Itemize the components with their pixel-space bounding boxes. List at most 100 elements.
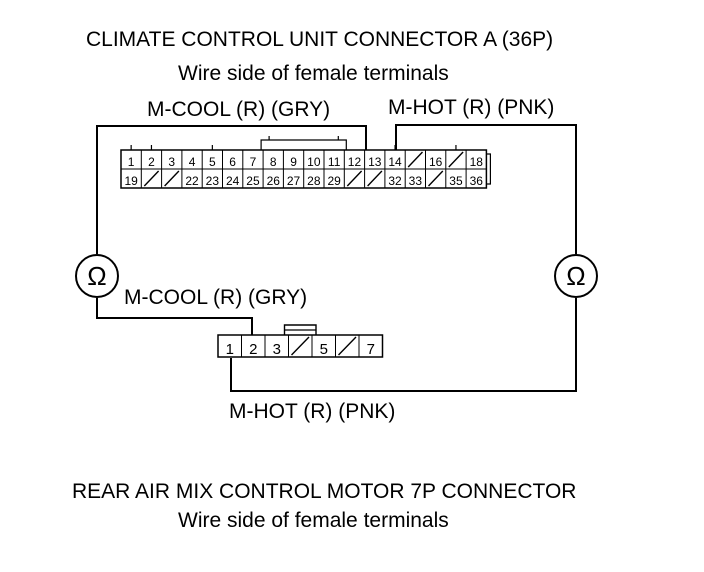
ohmmeter-left-circle (75, 254, 119, 298)
pin-number: 1 (128, 155, 135, 169)
bottom-connector-subtitle: Wire side of female terminals (178, 509, 449, 532)
terminal-cavity: 5 (209, 150, 223, 169)
pin-number: 9 (290, 155, 297, 169)
pin-number: 29 (327, 174, 341, 188)
pin-number: 18 (470, 155, 484, 169)
terminal-cavity: 7 (367, 341, 375, 358)
terminal-cavity (346, 169, 366, 188)
terminal-cavity: 36 (470, 174, 484, 188)
terminal-cavity: 9 (290, 150, 305, 169)
pin-number: 6 (229, 155, 236, 169)
terminal-cavity: 5 (320, 335, 336, 358)
terminal-cavity (407, 150, 426, 169)
terminal-cavity: 28 (307, 169, 325, 188)
terminal-cavity (143, 169, 163, 188)
pin-number: 13 (368, 155, 382, 169)
terminal-cavity (337, 335, 360, 357)
terminal-cavity: 1 (226, 335, 242, 358)
pin-number: 7 (367, 341, 375, 358)
m-cool-probe-wire (96, 298, 253, 335)
pin-number: 5 (209, 155, 216, 169)
terminal-cavity (448, 150, 467, 169)
pin-number: 10 (307, 155, 321, 169)
lock-tab (260, 139, 347, 150)
empty-cavity-slash (164, 170, 180, 187)
pin-number: 7 (250, 155, 257, 169)
empty-cavity-slash (143, 170, 160, 187)
top-connector-subtitle: Wire side of female terminals (178, 62, 449, 85)
terminal-cavity: 26 (267, 169, 284, 188)
pin-number: 16 (429, 155, 443, 169)
pin-number: 22 (185, 174, 199, 188)
terminal-cavity: 1 (128, 150, 142, 169)
pin-number: 23 (206, 174, 220, 188)
empty-cavity-slash (367, 170, 383, 187)
empty-cavity-slash (346, 170, 363, 187)
ohm-icon-left: Ω (87, 261, 106, 291)
pin-number: 2 (249, 341, 257, 358)
terminal-cavity: 22 (185, 169, 203, 188)
terminal-cavity: 29 (327, 169, 345, 188)
pin-number: 32 (388, 174, 402, 188)
terminal-cavity (367, 169, 386, 188)
terminal-cavity: 24 (226, 169, 244, 188)
top-connector-title: CLIMATE CONTROL UNIT CONNECTOR A (36P) (86, 28, 554, 51)
terminal-cavity: 10 (307, 150, 325, 169)
terminal-cavity: 32 (388, 169, 406, 188)
bottom-connector-title: REAR AIR MIX CONTROL MOTOR 7P CONNECTOR (72, 480, 577, 503)
housing-notch (486, 153, 491, 185)
terminal-cavity: 8 (270, 150, 284, 169)
pin-number: 26 (267, 174, 281, 188)
pin-number: 4 (189, 155, 196, 169)
pin-number: 3 (273, 341, 281, 358)
wire-label-m-cool-bottom: M-COOL (R) (GRY) (124, 286, 308, 309)
empty-cavity-slash (427, 170, 444, 187)
terminal-cavity: 25 (246, 169, 264, 188)
ohmmeter-right: Ω (554, 254, 598, 298)
empty-cavity-slash (448, 151, 464, 168)
terminal-cavity: 3 (168, 150, 183, 169)
pin-number: 12 (348, 155, 362, 169)
terminal-cavity: 7 (250, 150, 264, 169)
terminal-cavity: 2 (249, 335, 266, 358)
terminal-cavity: 13 (368, 150, 386, 169)
pin-number: 25 (246, 174, 260, 188)
terminal-cavity: 6 (229, 150, 244, 169)
terminal-cavity: 12 (348, 150, 366, 169)
pin-number: 14 (388, 155, 402, 169)
wire-label-m-cool-top: M-COOL (R) (GRY) (147, 98, 331, 121)
wires (96, 124, 577, 392)
terminal-cavity: 35 (449, 169, 467, 188)
empty-cavity-slash (337, 336, 357, 356)
terminal-cavity (290, 335, 313, 357)
terminal-cavity: 19 (124, 169, 142, 188)
wire-label-m-hot-top: M-HOT (R) (PNK) (388, 96, 555, 119)
terminal-cavity: 18 (470, 155, 484, 169)
terminal-cavity: 23 (206, 169, 223, 188)
m-cool-wire (96, 125, 367, 254)
terminal-cavity: 14 (388, 150, 406, 169)
m-hot-wire (395, 124, 577, 254)
pin-number: 5 (320, 341, 328, 358)
ohmmeter-left: Ω (75, 254, 119, 298)
pin-number: 36 (470, 174, 484, 188)
pin-number: 27 (287, 174, 301, 188)
terminal-cavity: 27 (287, 169, 305, 188)
terminal-cavity: 33 (409, 169, 426, 188)
pin-number: 33 (409, 174, 423, 188)
pin-number: 24 (226, 174, 240, 188)
terminal-cavity: 3 (273, 335, 289, 358)
empty-cavity-slash (407, 151, 424, 168)
pin-number: 28 (307, 174, 321, 188)
pin-number: 35 (449, 174, 463, 188)
pin-number: 11 (328, 155, 341, 169)
terminal-cavity: 16 (429, 150, 447, 169)
pin-number: 3 (168, 155, 175, 169)
pin-number: 1 (226, 341, 234, 358)
ohmmeter-right-circle (554, 254, 598, 298)
ohm-icon-right: Ω (566, 261, 585, 291)
pin-number: 19 (124, 174, 138, 188)
m-hot-probe-wire (230, 298, 577, 392)
